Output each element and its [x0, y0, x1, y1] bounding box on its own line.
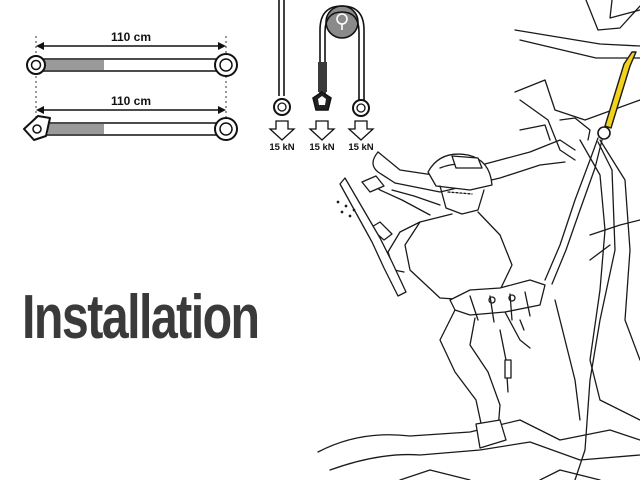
- force-arrow-1: [268, 120, 296, 141]
- saw-icon: [339, 177, 407, 297]
- harness: [449, 279, 546, 316]
- ring-icon: [273, 98, 291, 116]
- boot-icon: [475, 419, 507, 449]
- force-label-1: 15 kN: [269, 142, 294, 153]
- force-arrow-3: [347, 120, 375, 141]
- length-label-bottom: 110 cm: [111, 94, 151, 108]
- sling-bottom: 110 cm: [23, 94, 238, 141]
- sling-gray-band-bottom: [48, 124, 104, 134]
- sling-length-diagram: 110 cm 110 cm: [23, 30, 238, 141]
- sling-top: 110 cm: [26, 30, 238, 140]
- tree: [317, 0, 640, 480]
- force-arrow-2: [308, 120, 336, 141]
- climber: [336, 153, 546, 449]
- climbing-rope: [544, 137, 616, 480]
- sling-gray-band-top: [44, 60, 104, 70]
- strength-config-basket: 15 kN 15 kN: [308, 5, 375, 153]
- ring-icon-right: [352, 99, 370, 117]
- ring-right-bottom: [214, 117, 238, 141]
- rigging-plate-icon: [23, 115, 51, 141]
- length-label-top: 110 cm: [111, 30, 151, 44]
- force-label-3: 15 kN: [348, 142, 373, 153]
- ring-right-top: [214, 53, 238, 77]
- strength-diagram: 15 kN 15 kN 15 kN: [268, 0, 375, 153]
- arborist-illustration: [317, 0, 640, 480]
- sling-ring-icon: [597, 126, 611, 140]
- strength-config-straight: 15 kN: [268, 0, 296, 153]
- force-label-2: 15 kN: [309, 142, 334, 153]
- pulley-icon: [325, 5, 359, 39]
- yellow-sling: [604, 51, 637, 129]
- ring-left-top: [26, 55, 46, 75]
- page-title: Installation: [22, 283, 260, 352]
